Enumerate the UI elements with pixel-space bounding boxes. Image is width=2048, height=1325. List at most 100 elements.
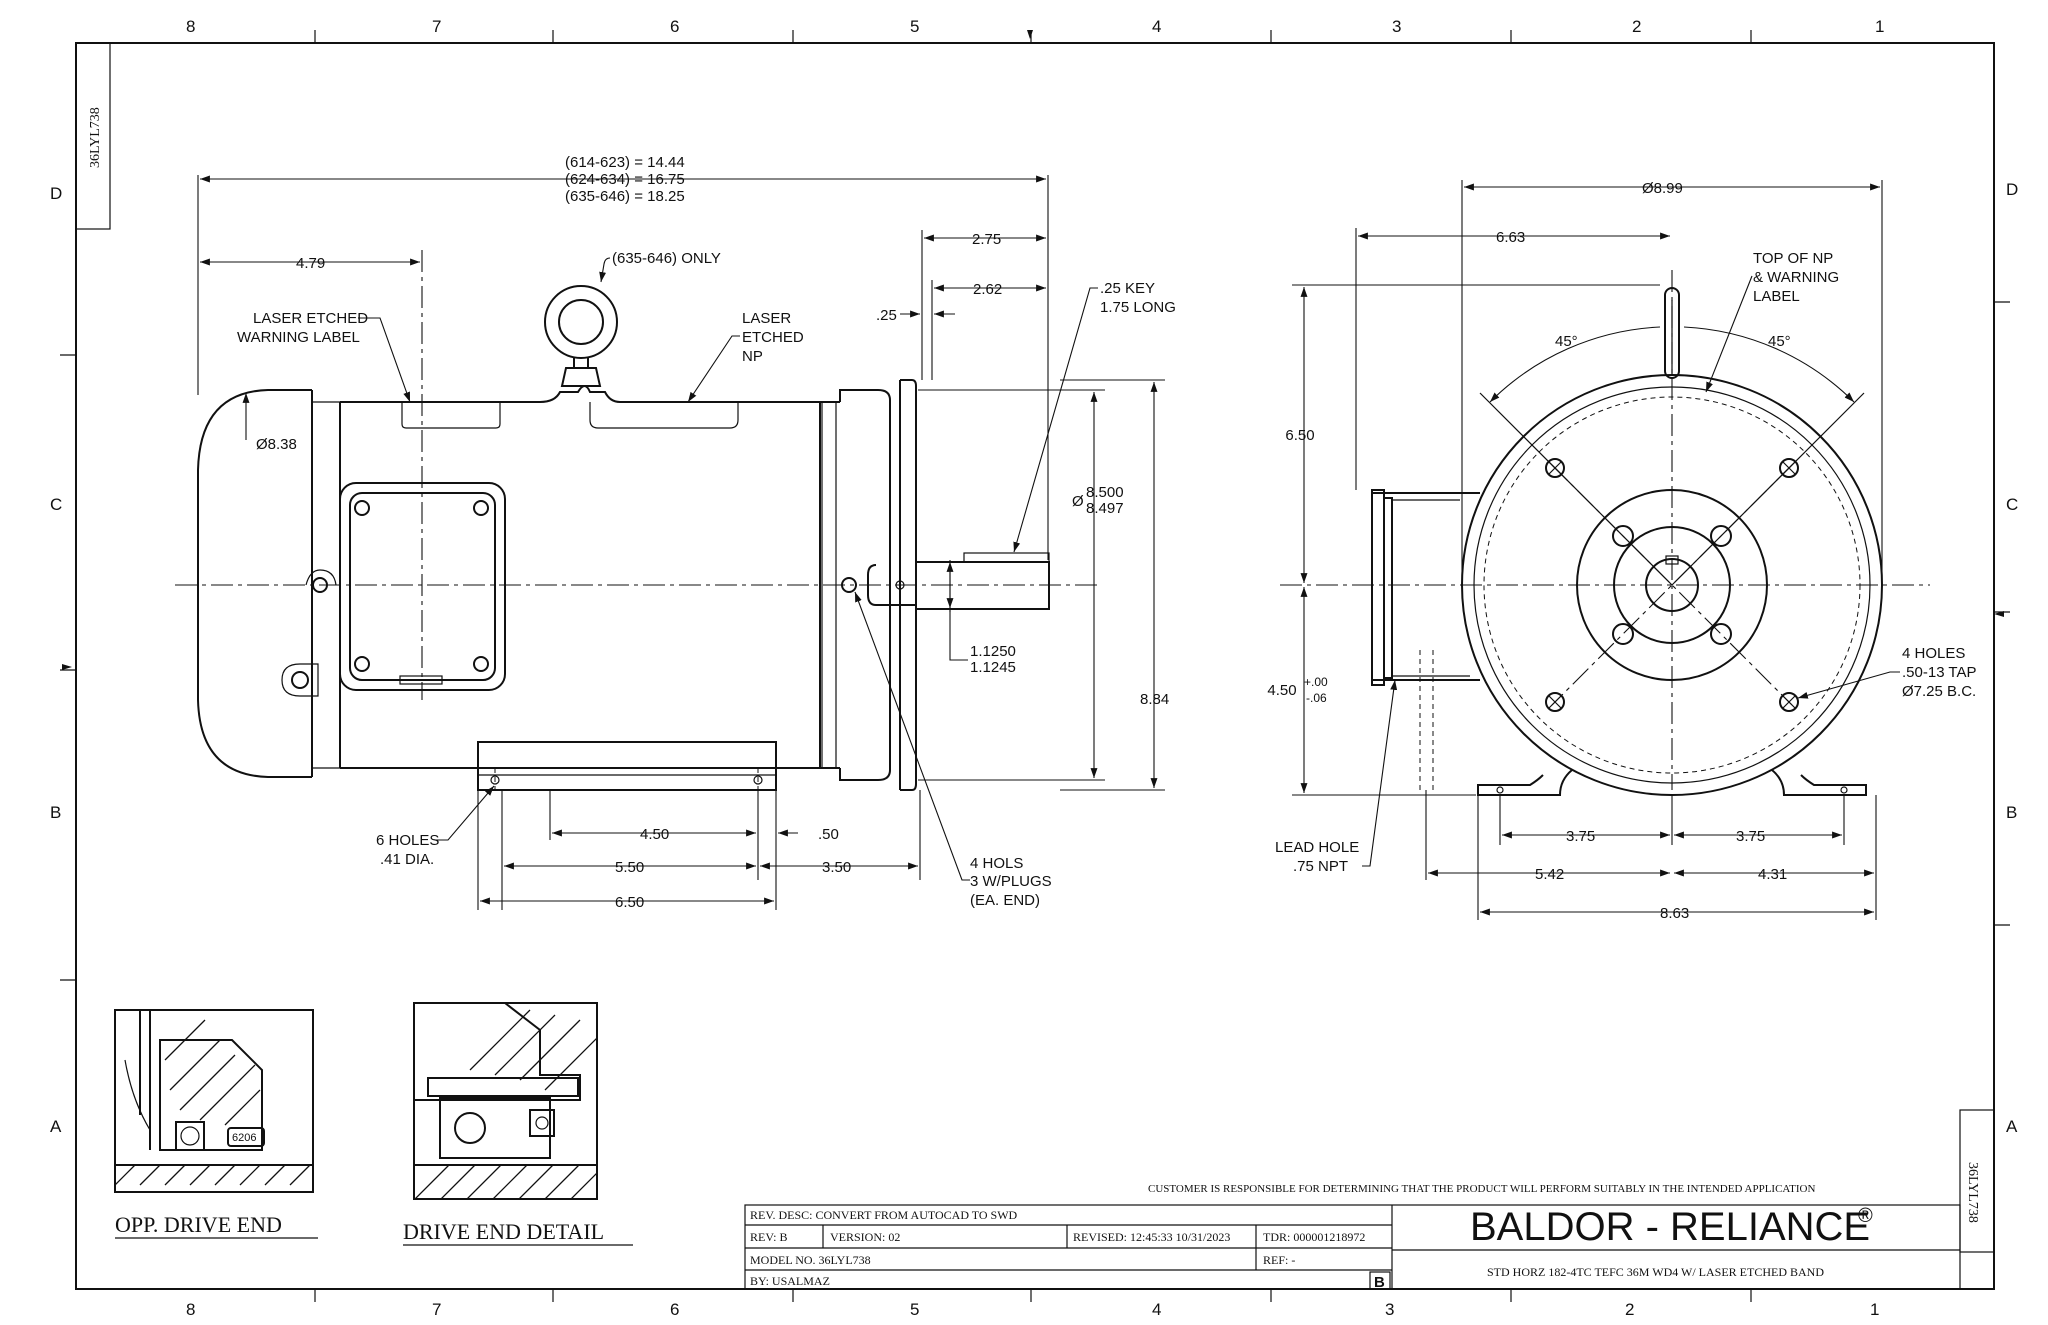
zone-bottom-6: 6 [670,1300,679,1319]
zone-bottom-1: 1 [1870,1300,1879,1319]
dim-3-75-left: 3.75 [1566,828,1595,845]
dim-0-50: .50 [818,826,839,843]
dim-3-50: 3.50 [822,859,851,876]
rev-letter-box: B [1374,1274,1385,1291]
dim-angle-right: 45° [1768,333,1791,350]
zone-right-B: B [2006,803,2017,822]
end-view: Ø8.99 6.63 TOP OF NP & WARNING LABEL 45°… [1267,180,1977,922]
version-field: VERSION: 02 [830,1230,900,1244]
brand-registered-mark: ® [1858,1205,1873,1227]
dim-angle-left: 45° [1555,333,1578,350]
dim-overall-624-634: (624-634) = 16.75 [565,171,685,188]
dim-shaft-1-1250: 1.1250 [970,643,1016,660]
note-plugs-3: (EA. END) [970,892,1040,909]
note-lead-hole-2: .75 NPT [1293,858,1348,875]
zone-bottom-3: 3 [1385,1300,1394,1319]
bearing-tag-opp: 6206 [232,1132,256,1144]
drawing-number-top: 36LYL738 [88,107,103,168]
model-field: MODEL NO. 36LYL738 [750,1253,871,1267]
side-view: (614-623) = 14.44 (624-634) = 16.75 (635… [175,154,1176,911]
disclaimer: CUSTOMER IS RESPONSIBLE FOR DETERMINING … [1148,1183,1815,1195]
zone-left-D: D [50,184,62,203]
drawing-number-tag-top: 36LYL738 [75,42,111,230]
zone-bottom-5: 5 [910,1300,919,1319]
dim-2-62: 2.62 [973,281,1002,298]
dim-6-63: 6.63 [1496,229,1525,246]
note-laser-warning-2: WARNING LABEL [237,329,360,346]
zone-top-2: 2 [1632,17,1641,36]
dim-0-25: .25 [876,307,897,324]
drive-end-detail: DRIVE END DETAIL [403,1002,633,1246]
dim-pilot-dia-symbol: Ø [1072,493,1084,510]
dim-overall-614-623: (614-623) = 14.44 [565,154,685,171]
drawing-border [60,30,2010,1302]
note-tap-holes-1: 4 HOLES [1902,645,1965,662]
zone-left-B: B [50,803,61,822]
dim-4-31: 4.31 [1758,866,1787,883]
title-block: CUSTOMER IS RESPONSIBLE FOR DETERMINING … [744,1183,1961,1291]
rev-field: REV: B [750,1230,787,1244]
label-opp-drive-end: OPP. DRIVE END [115,1212,282,1237]
dim-4-50: 4.50 [640,826,669,843]
zone-left-C: C [50,495,62,514]
zone-bottom-2: 2 [1625,1300,1634,1319]
dim-shaft-1-1245: 1.1245 [970,659,1016,676]
dim-8-63: 8.63 [1660,905,1689,922]
note-eyebolt: (635-646) ONLY [612,250,721,267]
note-laser-np-1: LASER [742,310,791,327]
revised-field: REVISED: 12:45:33 10/31/2023 [1073,1230,1230,1244]
zone-top-4: 4 [1152,17,1161,36]
by-field: BY: USALMAZ [750,1274,830,1288]
zone-left-A: A [50,1117,62,1136]
zone-bottom-7: 7 [432,1300,441,1319]
zone-top-1: 1 [1875,17,1884,36]
note-six-holes-1: 6 HOLES [376,832,439,849]
dim-tol-plus: +.00 [1304,675,1328,689]
note-tap-holes-3: Ø7.25 B.C. [1902,683,1976,700]
note-plugs-1: 4 HOLS [970,855,1023,872]
note-top-np-1: TOP OF NP [1753,250,1833,267]
zone-top-7: 7 [432,17,441,36]
product-description: STD HORZ 182-4TC TEFC 36M WD4 W/ LASER E… [1487,1265,1824,1279]
dim-dia-8-38: Ø8.38 [256,436,297,453]
dim-6-50-end: 6.50 [1285,427,1314,444]
opp-drive-end-detail: 6206 OPP. DRIVE END [114,1009,318,1239]
dim-4-79: 4.79 [296,255,325,272]
zone-top-6: 6 [670,17,679,36]
note-tap-holes-2: .50-13 TAP [1902,664,1977,681]
dim-5-50: 5.50 [615,859,644,876]
note-laser-np-3: NP [742,348,763,365]
note-top-np-2: & WARNING [1753,269,1839,286]
zone-right-C: C [2006,495,2018,514]
dim-tol-minus: -.06 [1306,691,1327,705]
label-drive-end-detail: DRIVE END DETAIL [403,1219,604,1244]
dim-dia-8-99: Ø8.99 [1642,180,1683,197]
dim-4-50-end: 4.50 [1267,682,1296,699]
zone-bottom-4: 4 [1152,1300,1161,1319]
note-laser-warning-1: LASER ETCHED [253,310,368,327]
zone-top-5: 5 [910,17,919,36]
brand-name: BALDOR - RELIANCE [1470,1205,1870,1249]
dim-pilot-8-500: 8.500 [1086,484,1124,501]
dim-overall-635-646: (635-646) = 18.25 [565,188,685,205]
note-top-np-3: LABEL [1753,288,1800,305]
dim-3-75-right: 3.75 [1736,828,1765,845]
zone-top-3: 3 [1392,17,1401,36]
note-key-1: .25 KEY [1100,280,1155,297]
rev-description: REV. DESC: CONVERT FROM AUTOCAD TO SWD [750,1208,1018,1222]
dim-5-42: 5.42 [1535,866,1564,883]
zone-right-D: D [2006,180,2018,199]
drawing-number-bottom: 36LYL738 [1965,1162,1980,1223]
note-key-2: 1.75 LONG [1100,299,1176,316]
zone-labels: 8 7 6 5 4 3 2 1 8 7 6 5 4 3 2 1 D C B A … [50,17,2018,1319]
dim-pilot-8-497: 8.497 [1086,500,1124,517]
ref-field: REF: - [1263,1253,1295,1267]
dim-2-75: 2.75 [972,231,1001,248]
note-plugs-2: 3 W/PLUGS [970,873,1052,890]
note-laser-np-2: ETCHED [742,329,804,346]
tdr-field: TDR: 000001218972 [1263,1230,1365,1244]
dim-8-84: 8.84 [1140,691,1169,708]
zone-right-A: A [2006,1117,2018,1136]
note-six-holes-2: .41 DIA. [380,851,434,868]
